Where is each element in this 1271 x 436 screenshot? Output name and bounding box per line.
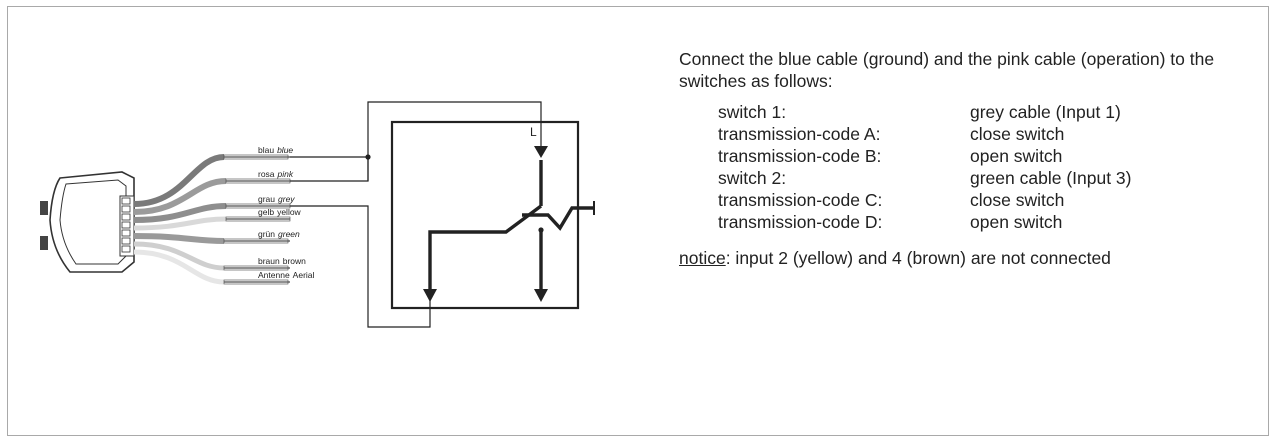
notice-body: : input 2 (yellow) and 4 (brown) are not… [725,248,1111,268]
switch-symbol: L [390,120,595,310]
arrow-in-top-icon [534,146,548,158]
wire-label-en: green [278,229,300,239]
connector-latch-top [40,201,48,215]
wire-tip-green [223,238,289,244]
wire-label-de: grau [258,194,275,204]
cable-blue [133,154,225,207]
pink-wire-lead [290,101,542,182]
cable-yellow [133,216,227,231]
cable-grey [133,203,227,223]
junction-dot [365,154,371,160]
contact-dot [538,227,544,233]
wire-tip-brown [223,265,289,271]
cable-aerial [133,249,225,285]
wire-label-en: pink [277,169,294,179]
mapping-value: grey cable (Input 1) [970,102,1121,122]
grey-wire-lead [290,205,431,328]
mapping-value: open switch [970,212,1063,232]
wire-label-en: Aerial [293,270,315,280]
notice-label: notice [679,248,726,268]
mapping-label: transmission-code B: [718,146,882,166]
mapping-value: open switch [970,146,1063,166]
connector-latch-bottom [40,236,48,250]
switch-mapping-table: switch 1:grey cable (Input 1)transmissio… [718,101,1132,233]
terminal-label: L [530,125,537,139]
switch-box [390,120,580,310]
wire-label-en: yellow [277,207,301,217]
cable-pink [133,178,227,215]
instructions-panel: Connect the blue cable (ground) and the … [679,48,1239,269]
mapping-row: switch 2: green cable (Input 3) [718,167,1132,189]
wire-label-de: braun [258,256,280,266]
notice-text: notice: input 2 (yellow) and 4 (brown) a… [679,247,1239,269]
mapping-label: switch 1: [718,102,787,122]
switch-wiring [290,101,542,328]
wire-label-de: rosa [258,169,275,179]
intro-text: Connect the blue cable (ground) and the … [679,49,1215,91]
arrow-out-right-icon [534,289,548,302]
wire-label-de: gelb [258,207,274,217]
wire-label-en: brown [283,256,306,266]
mapping-label: transmission-code A: [718,124,881,144]
wire-label-en: grey [278,194,295,204]
mapping-row: transmission-code C: close switch [718,189,1132,211]
connector-pins [121,197,131,253]
mapping-row: transmission-code B: open switch [718,145,1132,167]
connector-plug [40,171,135,273]
mapping-value: green cable (Input 3) [970,168,1132,188]
mapping-label: transmission-code D: [718,212,883,232]
wire-tip-yellow [225,216,291,222]
cable-brown [133,241,225,271]
mapping-row: transmission-code D: open switch [718,211,1132,233]
wire-label-de: blau [258,145,274,155]
wire-label-de: grün [258,229,275,239]
mapping-label: transmission-code C: [718,190,883,210]
wire-label-en: blue [277,145,293,155]
wire-label-de: Antenne [258,270,290,280]
arrow-out-left-icon [423,289,437,302]
mapping-value: close switch [970,124,1065,144]
wire-tip-blue [223,154,289,160]
cable-green [133,233,225,244]
mapping-row: switch 1: grey cable (Input 1) [718,101,1132,123]
mapping-label: switch 2: [718,168,787,188]
mapping-row: transmission-code A: close switch [718,123,1132,145]
wire-tip-aerial [223,279,289,285]
mapping-value: close switch [970,190,1065,210]
